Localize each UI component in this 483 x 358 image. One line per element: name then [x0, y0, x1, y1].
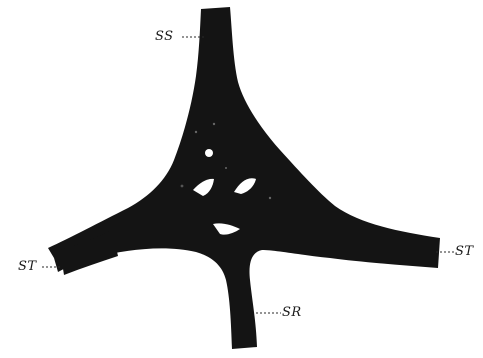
speckle: [269, 197, 271, 199]
label-sr: SR: [282, 306, 302, 320]
specimen-body: [48, 7, 440, 349]
speckle: [225, 167, 227, 169]
speckle: [213, 123, 215, 125]
speckle: [195, 131, 197, 133]
perforation-small: [205, 149, 213, 157]
label-st-left: ST: [18, 260, 37, 274]
label-ss: SS: [155, 30, 174, 44]
label-st-right: ST: [455, 245, 474, 259]
speckle: [181, 185, 184, 188]
